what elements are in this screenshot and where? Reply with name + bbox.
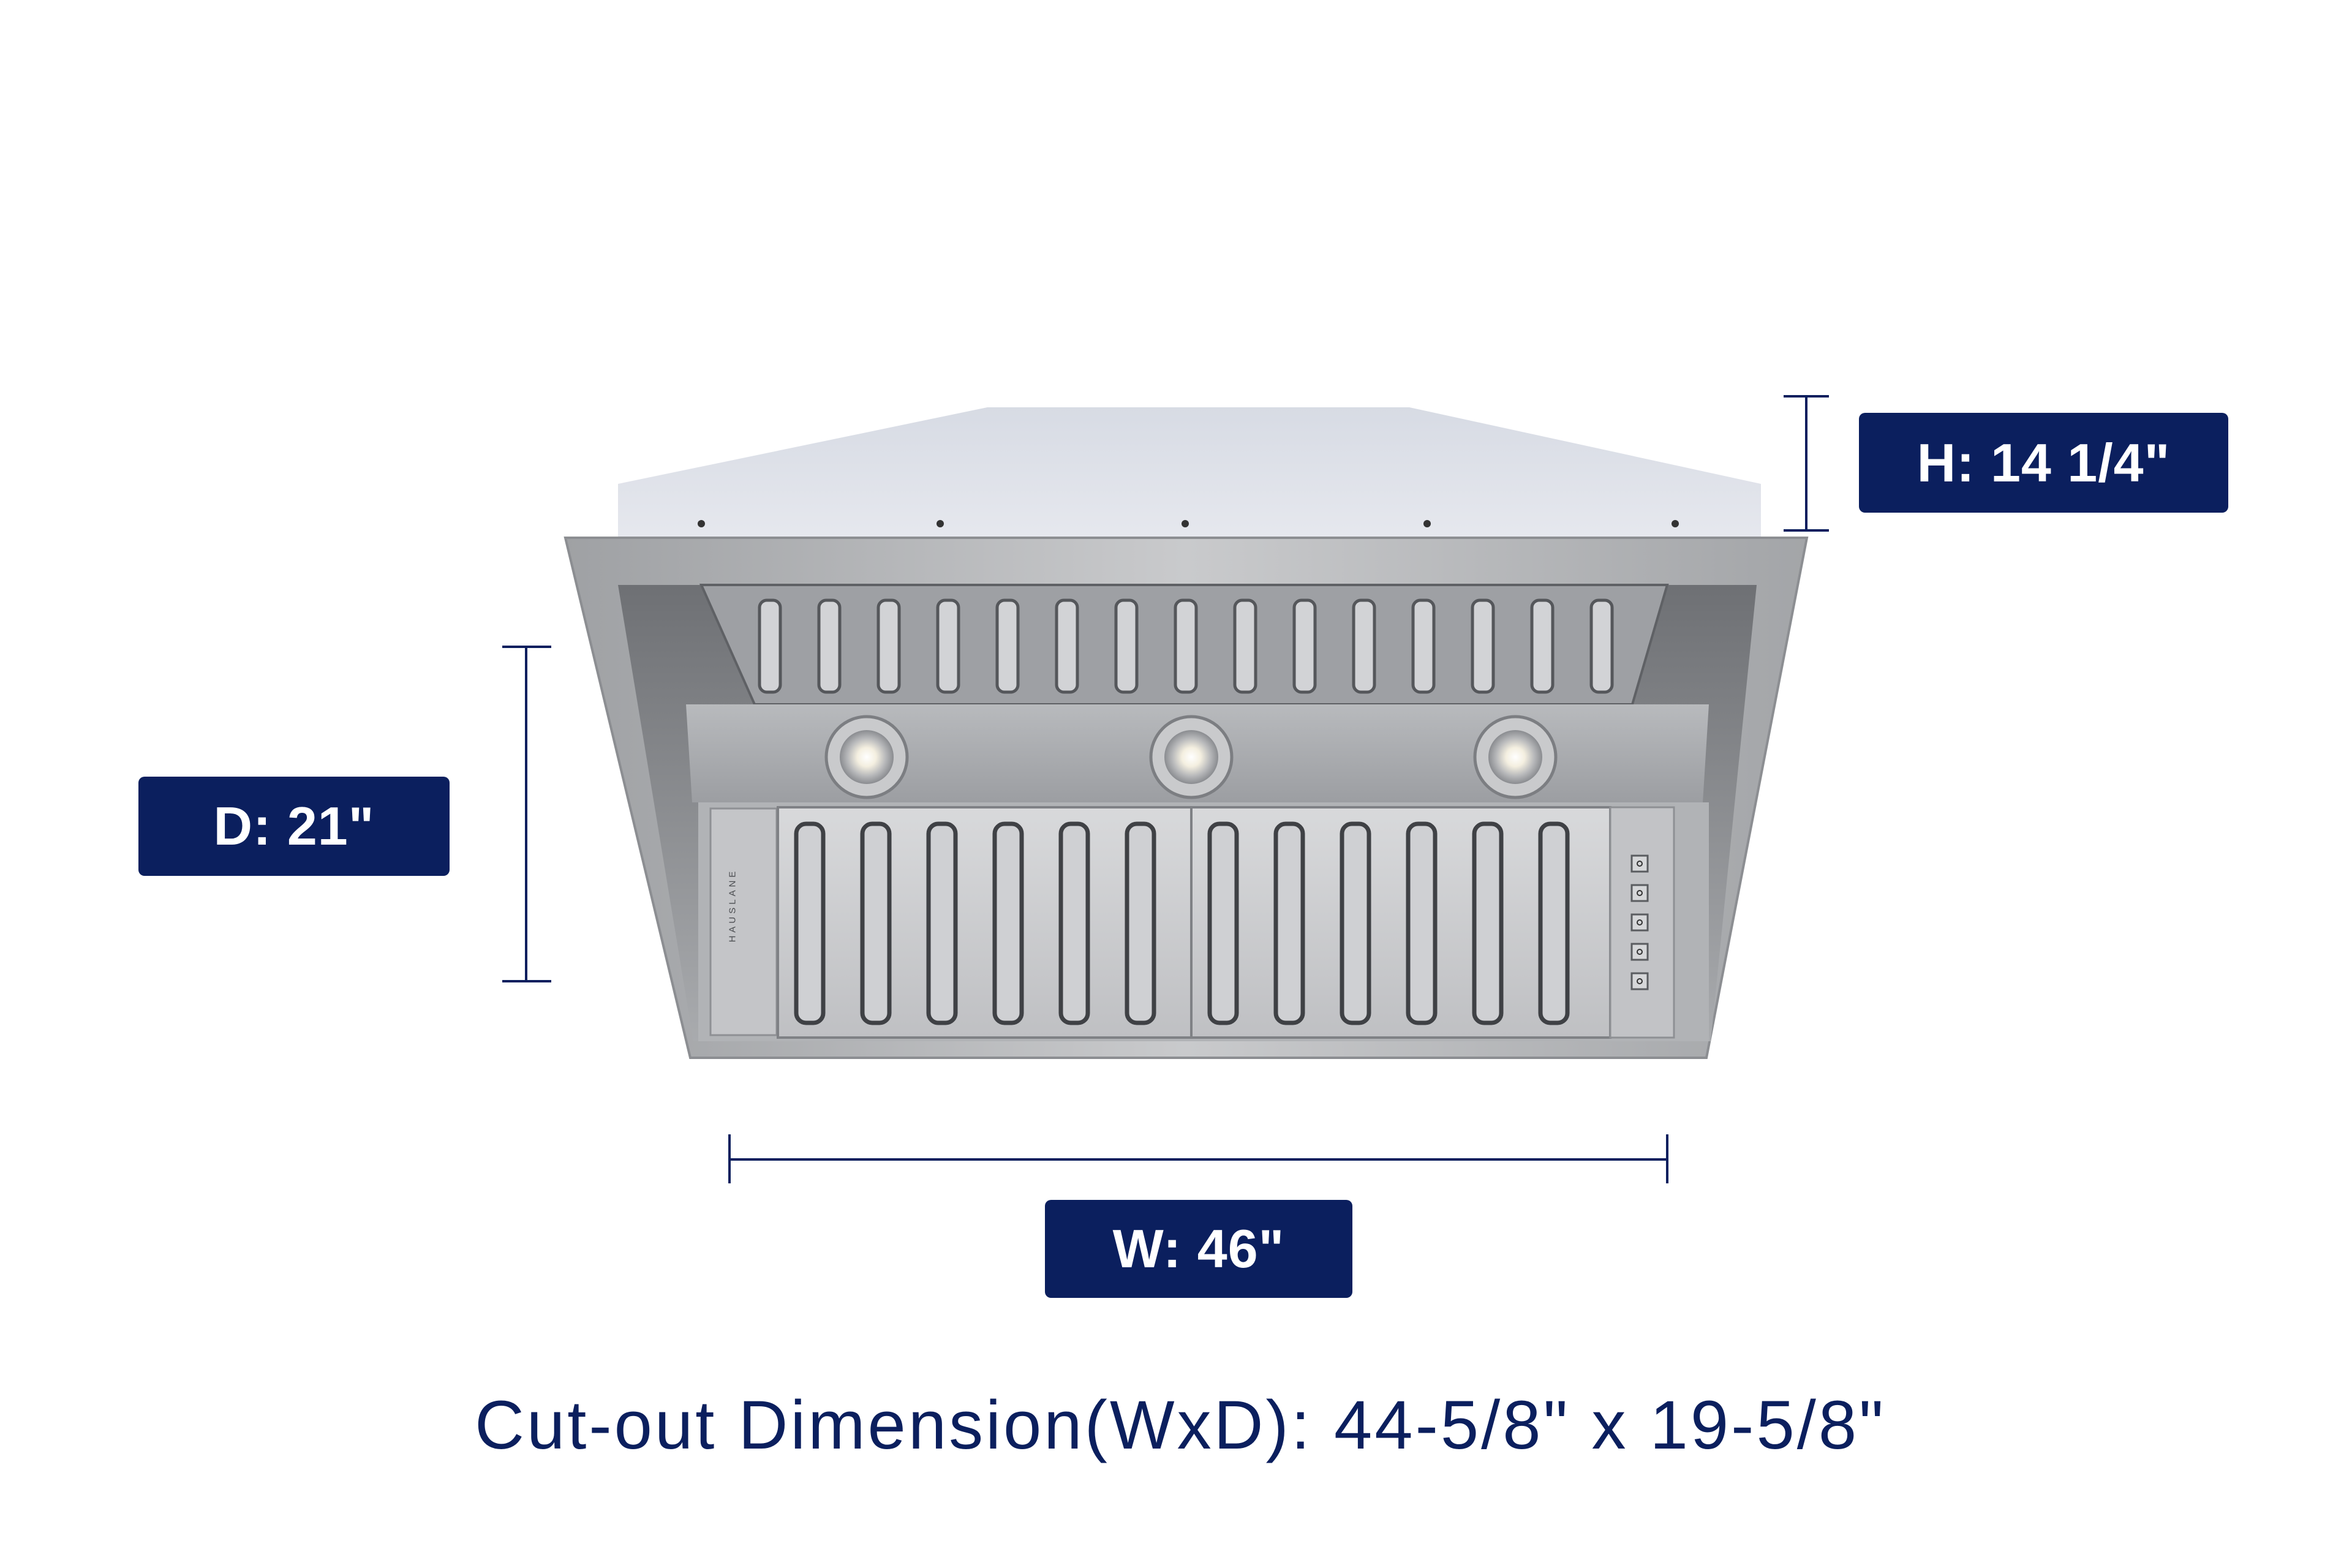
- lower-filter-slats: [794, 821, 1570, 1025]
- baffle-filter-left[interactable]: [777, 806, 1193, 1039]
- screw: [937, 520, 944, 527]
- lower-slat: [794, 821, 826, 1025]
- upper-slat: [995, 598, 1020, 694]
- upper-slat: [1055, 598, 1079, 694]
- upper-slat: [817, 598, 842, 694]
- upper-slat: [1233, 598, 1257, 694]
- power-icon: [1637, 861, 1643, 867]
- upper-slat: [1114, 598, 1139, 694]
- fan-high-button: [1630, 943, 1649, 961]
- light-bulb: [840, 730, 894, 784]
- upper-slat: [1352, 598, 1376, 694]
- upper-slat: [876, 598, 901, 694]
- lower-slat: [1125, 821, 1156, 1025]
- lower-slat: [926, 821, 958, 1025]
- depth-bracket: [502, 646, 551, 982]
- fan-high-icon: [1637, 949, 1643, 955]
- brand-strip: [709, 807, 778, 1036]
- lower-slat: [1472, 821, 1504, 1025]
- brand-logo: HAUSLANE: [727, 868, 738, 943]
- upper-filter-slats: [758, 598, 1614, 694]
- fan-low-button: [1630, 884, 1649, 902]
- upper-slat: [1411, 598, 1436, 694]
- cutout-dimension-caption: Cut-out Dimension(WxD): 44-5/8" x 19-5/8…: [475, 1387, 1886, 1463]
- lower-slat: [1058, 821, 1090, 1025]
- hood-top-housing: [618, 407, 1761, 539]
- upper-slat: [1589, 598, 1614, 694]
- light-bulb: [1164, 730, 1218, 784]
- control-buttons: [1630, 854, 1649, 990]
- light-icon: [1637, 978, 1643, 984]
- fan-low-icon: [1637, 890, 1643, 896]
- lower-slat: [1207, 821, 1239, 1025]
- upper-slat: [758, 598, 782, 694]
- power-button: [1630, 854, 1649, 873]
- light-bulb: [1488, 730, 1542, 784]
- fan-medium-icon: [1637, 919, 1643, 925]
- lights: [824, 715, 1558, 799]
- upper-slat: [1471, 598, 1495, 694]
- mounting-screws: [698, 520, 1679, 527]
- lower-slat: [1406, 821, 1438, 1025]
- lower-slat: [992, 821, 1024, 1025]
- fan-medium-button: [1630, 913, 1649, 932]
- screw: [1182, 520, 1189, 527]
- upper-slat: [1174, 598, 1198, 694]
- lower-slat: [860, 821, 892, 1025]
- screw: [1672, 520, 1679, 527]
- screw: [698, 520, 705, 527]
- control-strip: [1609, 806, 1675, 1039]
- upper-slat: [1530, 598, 1555, 694]
- width-label: W: 46": [1045, 1200, 1352, 1298]
- width-bracket: [728, 1134, 1668, 1183]
- lower-slat: [1538, 821, 1570, 1025]
- upper-slat: [936, 598, 960, 694]
- lower-slat: [1273, 821, 1305, 1025]
- light-button: [1630, 972, 1649, 990]
- upper-slat: [1292, 598, 1317, 694]
- depth-label: D: 21": [138, 777, 450, 876]
- height-label: H: 14 1/4": [1859, 413, 2228, 513]
- screw: [1423, 520, 1431, 527]
- lower-slat: [1340, 821, 1371, 1025]
- height-bracket: [1784, 395, 1829, 532]
